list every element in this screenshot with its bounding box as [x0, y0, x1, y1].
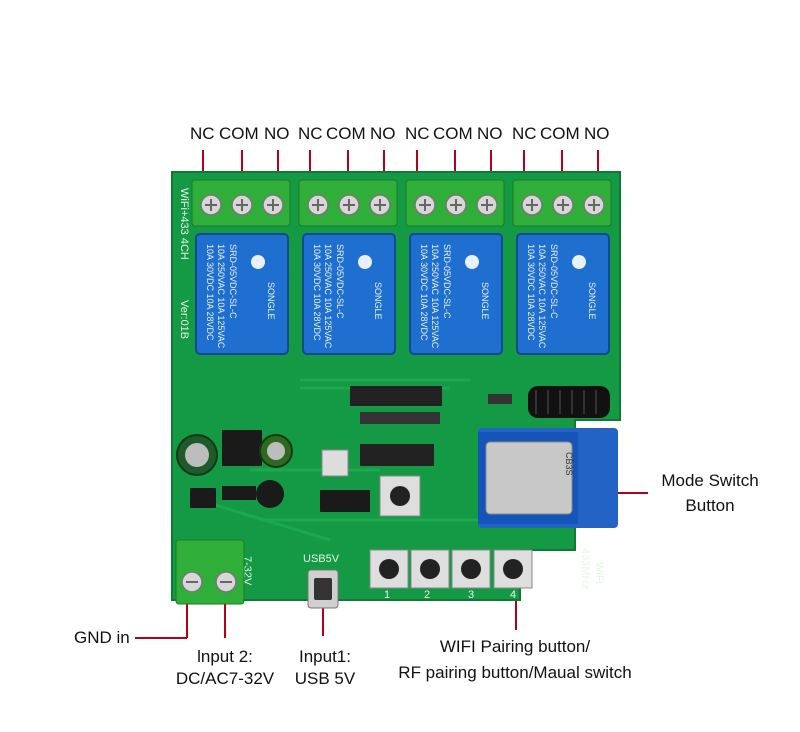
tactile-buttons: [369, 475, 533, 589]
smd-components: [190, 386, 512, 512]
terminal-blocks: [191, 179, 612, 227]
callout-input-2-line-2: DC/AC7-32V: [175, 669, 275, 688]
callout-input-1-line-2: USB 5V: [294, 669, 356, 688]
label-no-3: NO: [477, 124, 503, 143]
module-label: CB3S: [564, 452, 574, 476]
capacitors: [176, 434, 293, 508]
button-number-4: 4: [510, 589, 516, 601]
relay-4-rating-2: 10A 30VDC 10A 28VDC: [526, 244, 536, 341]
label-com-1: COM: [219, 124, 259, 143]
relay-2-brand: SONGLE: [373, 282, 383, 320]
relay-2-model: SRD-05VDC-SL-C: [335, 244, 345, 319]
label-com-4: COM: [540, 124, 580, 143]
silk-usb: USB5V: [303, 553, 340, 565]
silkscreen: WiFi+433 4CH Ver:01B 7-32V USB5V WiFi 43…: [178, 188, 605, 601]
label-nc-1: NC: [190, 124, 215, 143]
relay-4-model: SRD-05VDC-SL-C: [549, 244, 559, 319]
callout-mode-switch-line-2: Button: [685, 496, 735, 515]
relay-print: SRD-05VDC-SL-C 10A 250VAC 10A 125VAC 10A…: [205, 244, 597, 349]
silk-rf: 433MHz: [579, 548, 591, 589]
callout-input-2: lnput 2: DC/AC7-32V: [160, 646, 290, 690]
relay-2-rating-2: 10A 30VDC 10A 28VDC: [312, 244, 322, 341]
relay-1-rating-2: 10A 30VDC 10A 28VDC: [205, 244, 215, 341]
label-nc-3: NC: [405, 124, 430, 143]
callout-input-2-line-1: lnput 2:: [197, 647, 253, 666]
callout-input-1: Input1: USB 5V: [280, 646, 370, 690]
relay-1-model: SRD-05VDC-SL-C: [228, 244, 238, 319]
relay-1-rating-1: 10A 250VAC 10A 125VAC: [216, 244, 226, 349]
silk-version: Ver:01B: [178, 300, 190, 339]
label-nc-2: NC: [298, 124, 323, 143]
label-com-3: COM: [433, 124, 473, 143]
button-number-3: 3: [468, 589, 474, 601]
relay-3-rating-1: 10A 250VAC 10A 125VAC: [430, 244, 440, 349]
relay-3-brand: SONGLE: [480, 282, 490, 320]
callout-mode-switch: Mode Switch Button: [650, 470, 770, 517]
label-com-2: COM: [326, 124, 366, 143]
callout-input-1-line-1: Input1:: [299, 647, 351, 666]
relay-1-brand: SONGLE: [266, 282, 276, 320]
button-number-2: 2: [424, 589, 430, 601]
wifi-module: CB3S: [478, 428, 618, 528]
usb-port: [307, 569, 339, 609]
relay-2-rating-1: 10A 250VAC 10A 125VAC: [323, 244, 333, 349]
callout-pairing-line-1: WIFI Pairing button/: [439, 637, 591, 656]
power-terminal: [175, 539, 245, 605]
silk-wifi: WiFi: [593, 562, 605, 584]
callout-gnd-in: GND in: [74, 628, 130, 647]
silk-model: WiFi+433 4CH: [178, 188, 190, 260]
label-no-2: NO: [370, 124, 396, 143]
button-number-1: 1: [384, 589, 390, 601]
callout-pairing: WIFI Pairing button/ RF pairing button/M…: [380, 636, 650, 684]
callout-mode-switch-line-1: Mode Switch: [661, 471, 759, 490]
label-no-1: NO: [264, 124, 290, 143]
relay-3-rating-2: 10A 30VDC 10A 28VDC: [419, 244, 429, 341]
label-nc-4: NC: [512, 124, 537, 143]
rf-antenna: [528, 386, 610, 418]
relay-3-model: SRD-05VDC-SL-C: [442, 244, 452, 319]
relay-4-rating-1: 10A 250VAC 10A 125VAC: [537, 244, 547, 349]
callout-pairing-line-2: RF pairing button/Maual switch: [398, 663, 632, 682]
relay-4-brand: SONGLE: [587, 282, 597, 320]
relays: [195, 233, 610, 355]
label-no-4: NO: [584, 124, 610, 143]
